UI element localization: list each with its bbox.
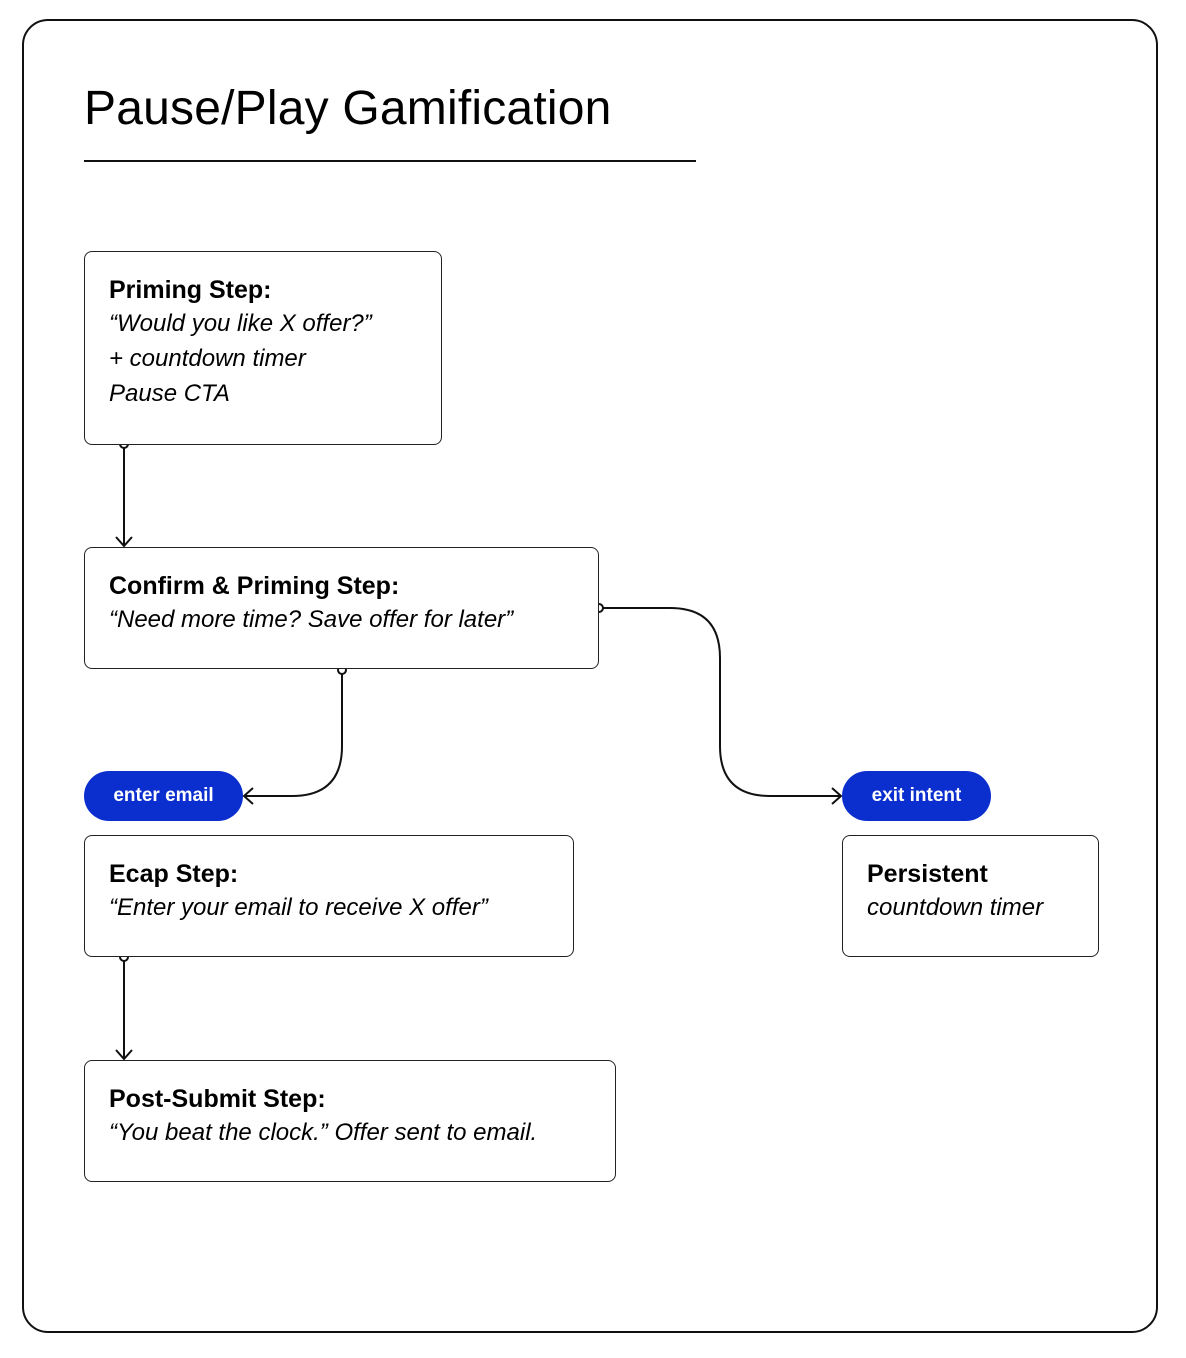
priming-step-line: Pause CTA [109,380,230,407]
post-submit-step-line: “You beat the clock.” Offer sent to emai… [109,1119,538,1146]
enter-email-pill: enter email [84,771,243,821]
priming-step-line: + countdown timer [109,345,306,372]
ecap-step-title: Ecap Step: [109,860,239,888]
post-submit-step-node: Post-Submit Step: “You beat the clock.” … [84,1060,616,1182]
persistent-line: countdown timer [867,894,1044,921]
priming-step-title: Priming Step: [109,276,272,304]
priming-step-node: Priming Step: “Would you like X offer?” … [84,251,442,445]
ecap-step-node: Ecap Step: “Enter your email to receive … [84,835,574,957]
persistent-title: Persistent [867,860,988,888]
page-title: Pause/Play Gamification [84,82,612,135]
title-underline [84,160,696,162]
confirm-priming-step-line: “Need more time? Save offer for later” [109,606,514,633]
ecap-step-line: “Enter your email to receive X offer” [109,894,488,921]
confirm-priming-step-node: Confirm & Priming Step: “Need more time?… [84,547,599,669]
priming-step-line: “Would you like X offer?” [109,310,372,337]
persistent-node: Persistent countdown timer [842,835,1099,957]
exit-intent-pill: exit intent [842,771,991,821]
post-submit-step-title: Post-Submit Step: [109,1085,326,1113]
confirm-priming-step-title: Confirm & Priming Step: [109,572,400,600]
